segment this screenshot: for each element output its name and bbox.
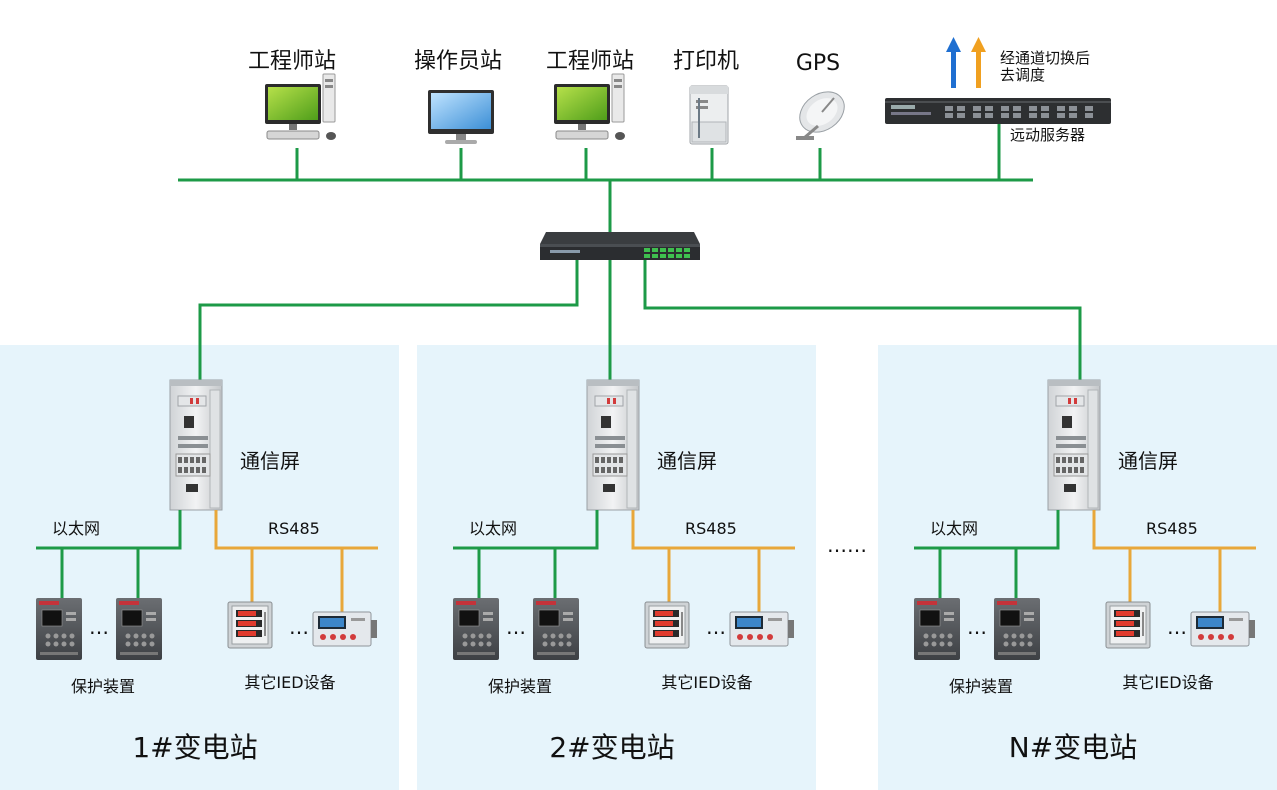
- protection-ellipsis: …: [506, 615, 526, 639]
- ethernet-label: 以太网: [930, 519, 978, 538]
- cabinet-label: 通信屏: [657, 449, 717, 473]
- between-stations-ellipsis: ……: [827, 533, 867, 557]
- protection-ellipsis: …: [89, 615, 109, 639]
- ied-ellipsis: …: [706, 615, 726, 639]
- power-meter-icon: [1105, 601, 1151, 649]
- protection-device-icon: [452, 597, 500, 661]
- station-2: 通信屏 以太网 RS485 … … 保护装置 其它IED设备 2#变电站: [452, 379, 795, 764]
- protection-ellipsis: …: [967, 615, 987, 639]
- protection-label: 保护装置: [71, 677, 135, 696]
- controller-device-icon: [312, 611, 378, 647]
- trunk-station-n: [643, 260, 1082, 383]
- top-device-label-4: 打印机: [673, 49, 739, 74]
- ied-label: 其它IED设备: [1122, 673, 1213, 692]
- ethernet-label: 以太网: [52, 519, 100, 538]
- network-switch-icon: [540, 232, 700, 260]
- rs485-bus: [214, 510, 378, 550]
- protection-label: 保护装置: [488, 677, 552, 696]
- desktop-pc-icon: [264, 73, 337, 141]
- station-1: 通信屏 以太网 RS485 … … 保护装置 其它IED设备 1#变电站: [35, 379, 378, 764]
- remote-server-label: 远动服务器: [1010, 126, 1085, 144]
- protection-label: 保护装置: [949, 677, 1013, 696]
- controller-device-icon: [729, 611, 795, 647]
- rs485-label: RS485: [268, 519, 320, 538]
- communication-cabinet-icon: [1047, 379, 1101, 511]
- communication-cabinet-icon: [169, 379, 223, 511]
- ied-label: 其它IED设备: [661, 673, 752, 692]
- trunk-station-1: [198, 260, 579, 383]
- ied-ellipsis: …: [289, 615, 309, 639]
- station-name: 1#变电站: [132, 731, 257, 764]
- ethernet-bus: [453, 510, 599, 550]
- station-name: N#变电站: [1009, 731, 1137, 764]
- satellite-dish-icon: [796, 91, 845, 140]
- top-device-label-5: GPS: [796, 51, 840, 76]
- remote-server-rack-icon: [885, 98, 1111, 124]
- top-device-label-2: 操作员站: [414, 49, 502, 74]
- uplink-arrow-orange-icon: [971, 37, 986, 88]
- dispatch-note-line2: 去调度: [1000, 66, 1045, 84]
- cabinet-label: 通信屏: [1118, 449, 1178, 473]
- protection-device-icon: [532, 597, 580, 661]
- ethernet-label: 以太网: [469, 519, 517, 538]
- ied-ellipsis: …: [1167, 615, 1187, 639]
- rs485-bus: [1092, 510, 1256, 550]
- rs485-bus: [631, 510, 795, 550]
- desktop-pc-icon: [553, 73, 626, 141]
- rs485-label: RS485: [1146, 519, 1198, 538]
- power-meter-icon: [227, 601, 273, 649]
- dispatch-note-line1: 经通道切换后: [1000, 49, 1090, 67]
- uplink-arrow-blue-icon: [946, 37, 961, 88]
- ied-label: 其它IED设备: [244, 673, 335, 692]
- rs485-label: RS485: [685, 519, 737, 538]
- protection-device-icon: [35, 597, 83, 661]
- cabinet-label: 通信屏: [240, 449, 300, 473]
- station-n: 通信屏 以太网 RS485 … … 保护装置 其它IED设备 N#变电站: [913, 379, 1256, 764]
- printer-icon: [689, 85, 729, 145]
- monitor-icon: [428, 90, 494, 144]
- top-device-label-3: 工程师站: [546, 49, 634, 74]
- ethernet-bus: [914, 510, 1060, 550]
- ethernet-bus: [36, 510, 182, 550]
- controller-device-icon: [1190, 611, 1256, 647]
- protection-device-icon: [993, 597, 1041, 661]
- communication-cabinet-icon: [586, 379, 640, 511]
- protection-device-icon: [115, 597, 163, 661]
- top-device-label-1: 工程师站: [248, 49, 336, 74]
- station-name: 2#变电站: [549, 731, 674, 764]
- power-meter-icon: [644, 601, 690, 649]
- protection-device-icon: [913, 597, 961, 661]
